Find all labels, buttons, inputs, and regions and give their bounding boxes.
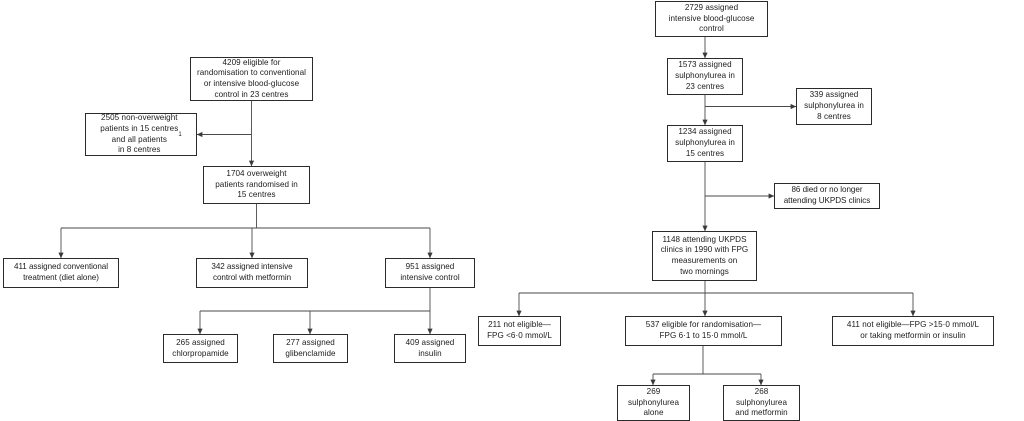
node-not-eligible-411: 411 not eligible—FPG >15·0 mmol/L or tak…	[832, 316, 994, 346]
node-eligible-4209: 4209 eligible for randomisation to conve…	[190, 57, 313, 101]
node-nonoverweight-2505-text: 2505 non-overweight patients in 15 centr…	[100, 113, 179, 155]
node-sulphonylurea-metformin-268: 268 sulphonylurea and metformin	[723, 385, 800, 421]
node-intensive-951: 951 assigned intensive control	[385, 258, 475, 288]
node-sulphonylurea-1234: 1234 assigned sulphonylurea in 15 centre…	[667, 125, 743, 162]
node-insulin-409: 409 assigned insulin	[394, 334, 466, 363]
node-sulphonylurea-alone-269: 269 sulphonylurea alone	[617, 385, 690, 421]
node-metformin-342: 342 assigned intensive control with metf…	[196, 258, 308, 288]
node-overweight-1704: 1704 overweight patients randomised in 1…	[203, 166, 310, 204]
node-sulphonylurea-339: 339 assigned sulphonylurea in 8 centres	[796, 88, 872, 125]
node-conventional-411: 411 assigned conventional treatment (die…	[3, 258, 119, 288]
node-sulphonylurea-1573: 1573 assigned sulphonylurea in 23 centre…	[667, 58, 743, 95]
node-eligible-537: 537 eligible for randomisation— FPG 6·1 …	[625, 316, 782, 346]
node-not-eligible-211: 211 not eligible— FPG <6·0 mmol/L	[478, 316, 561, 346]
node-attending-1148: 1148 attending UKPDS clinics in 1990 wit…	[652, 231, 757, 281]
node-nonoverweight-2505: 2505 non-overweight patients in 15 centr…	[85, 113, 197, 156]
node-chlorpropamide-265: 265 assigned chlorpropamide	[163, 334, 238, 363]
node-glibenclamide-277: 277 assigned glibenclamide	[273, 334, 348, 363]
node-died-86: 86 died or no longer attending UKPDS cli…	[774, 183, 880, 209]
node-assigned-2729: 2729 assigned intensive blood-glucose co…	[655, 1, 768, 37]
